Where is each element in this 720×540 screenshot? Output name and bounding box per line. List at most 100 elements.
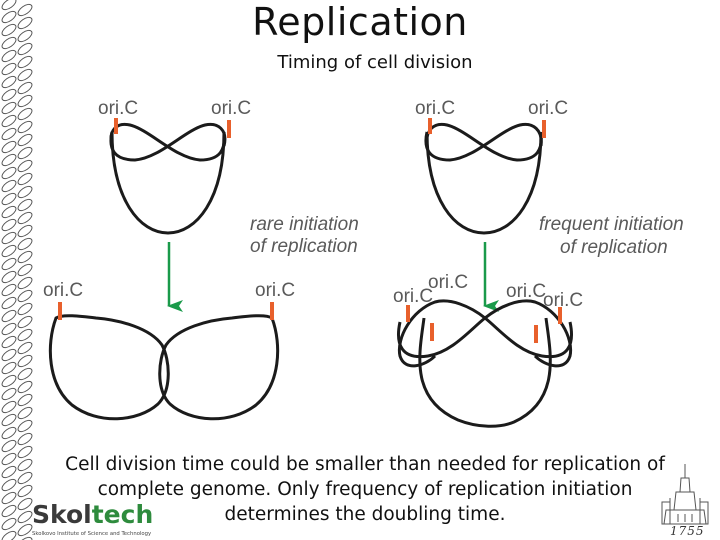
- border-loop: [1, 23, 17, 37]
- border-loop: [1, 140, 17, 154]
- origin-label: ori.C: [255, 280, 295, 301]
- logo-part2: tech: [91, 500, 154, 529]
- border-loop: [17, 445, 33, 459]
- border-loop: [17, 341, 33, 355]
- border-loop: [17, 419, 33, 433]
- border-loop: [1, 374, 17, 388]
- border-loop: [1, 348, 17, 362]
- border-loop: [1, 309, 17, 323]
- chromosome-top-left: [109, 122, 227, 235]
- border-loop: [1, 244, 17, 258]
- border-loop: [1, 530, 17, 540]
- border-loop: [1, 322, 17, 336]
- logo-subtitle: Skolkovo Institute of Science and Techno…: [32, 531, 152, 537]
- border-loop: [1, 0, 17, 11]
- border-loop: [17, 289, 33, 303]
- logo-wordmark: Skoltech: [32, 500, 153, 529]
- origin-label: ori.C: [415, 98, 455, 119]
- border-loop: [17, 432, 33, 446]
- origin-label: ori.C: [393, 286, 433, 307]
- border-loop: [17, 471, 33, 485]
- border-loop: [1, 283, 17, 297]
- frequent-initiation-label: frequent initiation: [539, 214, 684, 235]
- caption-line: Cell division time could be smaller than…: [65, 454, 665, 475]
- border-loop: [17, 328, 33, 342]
- border-loop: [1, 361, 17, 375]
- university-emblem-icon: [661, 464, 709, 525]
- border-loop: [1, 62, 17, 76]
- border-loop: [1, 166, 17, 180]
- border-loop: [17, 16, 33, 30]
- border-loop: [1, 101, 17, 115]
- border-loop: [1, 205, 17, 219]
- origin-label: ori.C: [43, 280, 83, 301]
- border-loop: [1, 413, 17, 427]
- border-loop: [17, 3, 33, 17]
- border-loop: [17, 315, 33, 329]
- caption-line: determines the doubling time.: [224, 504, 506, 525]
- border-loop: [17, 237, 33, 251]
- border-loop: [17, 276, 33, 290]
- border-loop: [1, 49, 17, 63]
- chromosome-multifork: [397, 299, 573, 428]
- border-loop: [17, 172, 33, 186]
- decorative-border: [1, 0, 33, 540]
- skoltech-logo: Skoltech Skolkovo Institute of Science a…: [30, 500, 153, 540]
- border-loop: [1, 465, 17, 479]
- border-loop: [1, 426, 17, 440]
- border-loop: [17, 250, 33, 264]
- border-loop: [1, 387, 17, 401]
- border-loop: [1, 179, 17, 193]
- slide-caption: Cell division time could be smaller than…: [55, 452, 675, 527]
- border-loop: [1, 153, 17, 167]
- origin-label: ori.C: [428, 272, 468, 293]
- border-loop: [17, 484, 33, 498]
- border-loop: [17, 81, 33, 95]
- border-loop: [17, 185, 33, 199]
- border-loop: [1, 231, 17, 245]
- border-loop: [17, 406, 33, 420]
- border-loop: [17, 393, 33, 407]
- border-loop: [17, 224, 33, 238]
- slide-subtitle: Timing of cell division: [277, 52, 473, 73]
- chromosome-daughter-right: [158, 314, 280, 421]
- origin-label: ori.C: [98, 98, 138, 119]
- border-loop: [1, 114, 17, 128]
- frequent-initiation-label: of replication: [560, 237, 668, 258]
- border-loop: [1, 270, 17, 284]
- border-loop: [17, 107, 33, 121]
- border-loop: [17, 120, 33, 134]
- border-loop: [17, 42, 33, 56]
- border-loop: [1, 257, 17, 271]
- border-loop: [17, 198, 33, 212]
- caption-line: complete genome. Only frequency of repli…: [97, 479, 633, 500]
- border-loop: [17, 367, 33, 381]
- rare-initiation-label: of replication: [250, 236, 358, 257]
- border-loop: [17, 133, 33, 147]
- border-loop: [1, 10, 17, 24]
- border-loop: [17, 55, 33, 69]
- border-loop: [1, 335, 17, 349]
- border-loop: [1, 192, 17, 206]
- logo-part1: Skol: [32, 500, 92, 529]
- border-loop: [17, 458, 33, 472]
- slide-title: Replication: [252, 0, 468, 44]
- border-loop: [1, 504, 17, 518]
- border-loop: [17, 29, 33, 43]
- border-loop: [17, 211, 33, 225]
- border-loop: [17, 146, 33, 160]
- chromosome-daughter-left: [48, 314, 170, 421]
- chromosome-top-right: [424, 122, 543, 235]
- border-loop: [1, 218, 17, 232]
- origin-label: ori.C: [528, 98, 568, 119]
- border-loop: [1, 517, 17, 531]
- border-loop: [1, 127, 17, 141]
- origin-label: ori.C: [506, 281, 546, 302]
- emblem-year: 1755: [670, 524, 705, 538]
- border-loop: [17, 263, 33, 277]
- border-loop: [17, 497, 33, 511]
- border-loop: [17, 302, 33, 316]
- border-loop: [1, 452, 17, 466]
- border-loop: [1, 400, 17, 414]
- border-loop: [17, 354, 33, 368]
